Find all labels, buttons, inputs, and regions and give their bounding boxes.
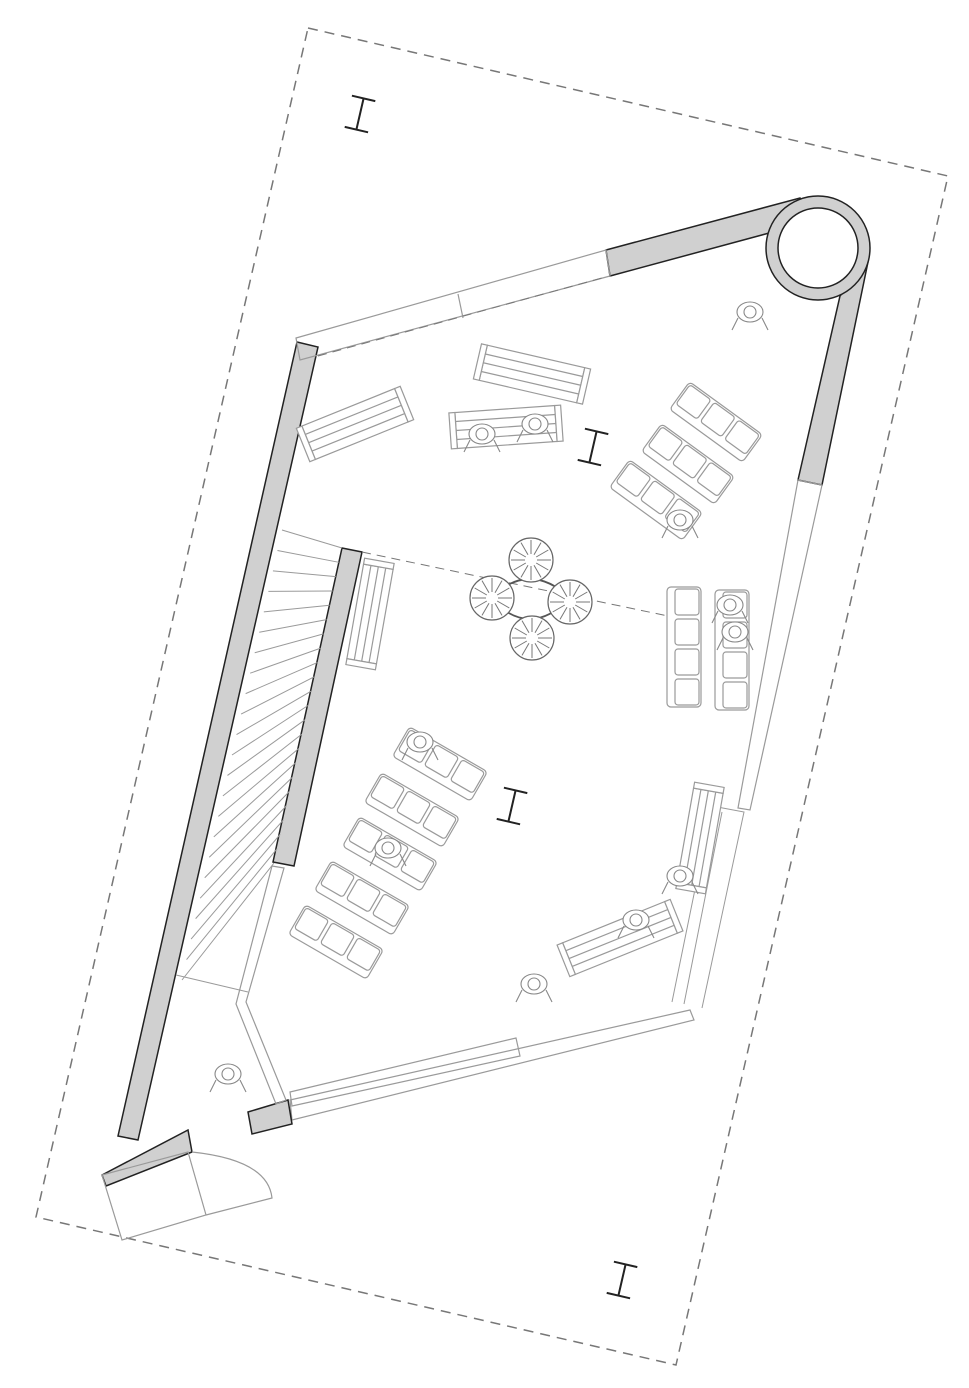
table-chair-top: [508, 537, 554, 583]
west-wall: [117, 341, 319, 1141]
bench-north: [472, 343, 592, 405]
room-label-lower-center: [496, 786, 528, 826]
person-figure: [661, 865, 699, 895]
sofa-row-2: [642, 424, 734, 504]
stair-tread: [277, 549, 340, 563]
person-figure: [369, 837, 407, 867]
stair-tread: [250, 647, 321, 674]
table-chair-left: [469, 575, 515, 621]
east-window: [737, 479, 823, 811]
people: [209, 301, 769, 1093]
person-figure: [617, 909, 655, 939]
stair-tread: [245, 662, 318, 695]
southwest-wall: [101, 1128, 193, 1187]
stair-landing: [175, 974, 249, 993]
site-boundary: [35, 27, 949, 1366]
room-label-upper-center: [577, 427, 609, 467]
room-label-text-3: I: [502, 787, 515, 827]
central-table-group: [469, 537, 593, 661]
stair-tread: [208, 776, 293, 858]
person-figure: [516, 413, 554, 443]
room-label-text-4: I: [612, 1261, 625, 1301]
tower-inner: [777, 207, 859, 289]
north-window-mullion: [457, 293, 464, 319]
person-figure: [716, 621, 754, 651]
person-figure: [463, 423, 501, 453]
roof-line-north: [317, 277, 603, 357]
stair-tread: [236, 690, 312, 735]
sofa-row-5: [365, 773, 459, 847]
sofa-row-8: [289, 905, 383, 979]
stair-tread: [190, 834, 281, 940]
person-figure: [401, 731, 439, 761]
east-sill: [671, 805, 745, 1009]
stair-wall: [272, 547, 363, 867]
stair-tread: [195, 819, 284, 919]
room-label-bottom-right: [606, 1260, 638, 1300]
stair-tread: [231, 705, 309, 756]
north-window: [295, 249, 611, 361]
south-bench-strip: [289, 1037, 521, 1107]
sofa-row-1: [670, 382, 762, 462]
person-figure: [731, 301, 769, 331]
stair-tread: [240, 676, 315, 715]
room-labels: [344, 94, 638, 1300]
stair-tread: [181, 862, 275, 981]
bench-southeast: [556, 898, 684, 978]
stair-tread: [213, 762, 296, 838]
entry-wall: [247, 1099, 293, 1135]
stair-tread: [218, 748, 300, 817]
entrance-door-swing: [191, 1151, 273, 1216]
stair-tread: [281, 529, 343, 549]
stair-tread: [263, 604, 330, 613]
south-window: [289, 1009, 695, 1121]
sofa-row-7: [315, 861, 409, 935]
person-figure: [661, 509, 699, 539]
bench-west: [345, 557, 395, 671]
bench-northwest: [295, 385, 415, 463]
person-figure: [711, 594, 749, 624]
table-chair-right: [547, 579, 593, 625]
room-label-top-left: [344, 94, 376, 134]
person-figure: [209, 1063, 247, 1093]
roof-line-center: [361, 551, 669, 617]
stair-tread: [204, 791, 290, 879]
table-chair-bottom: [509, 615, 555, 661]
room-label-text-1: I: [350, 95, 363, 135]
sofa-column-1: [666, 586, 702, 708]
stair-tread: [186, 848, 278, 960]
staircase: [175, 529, 343, 993]
stair-tread: [227, 719, 306, 776]
stair-tread: [254, 633, 324, 654]
person-figure: [515, 973, 553, 1003]
west-window: [235, 865, 287, 1105]
stair-tread: [259, 619, 327, 633]
bench-east: [675, 781, 725, 895]
furniture: [289, 343, 762, 979]
stair-tread: [272, 570, 336, 578]
stair-tread: [222, 733, 303, 797]
room-label-text-2: I: [583, 428, 596, 468]
stair-tread: [199, 805, 287, 899]
